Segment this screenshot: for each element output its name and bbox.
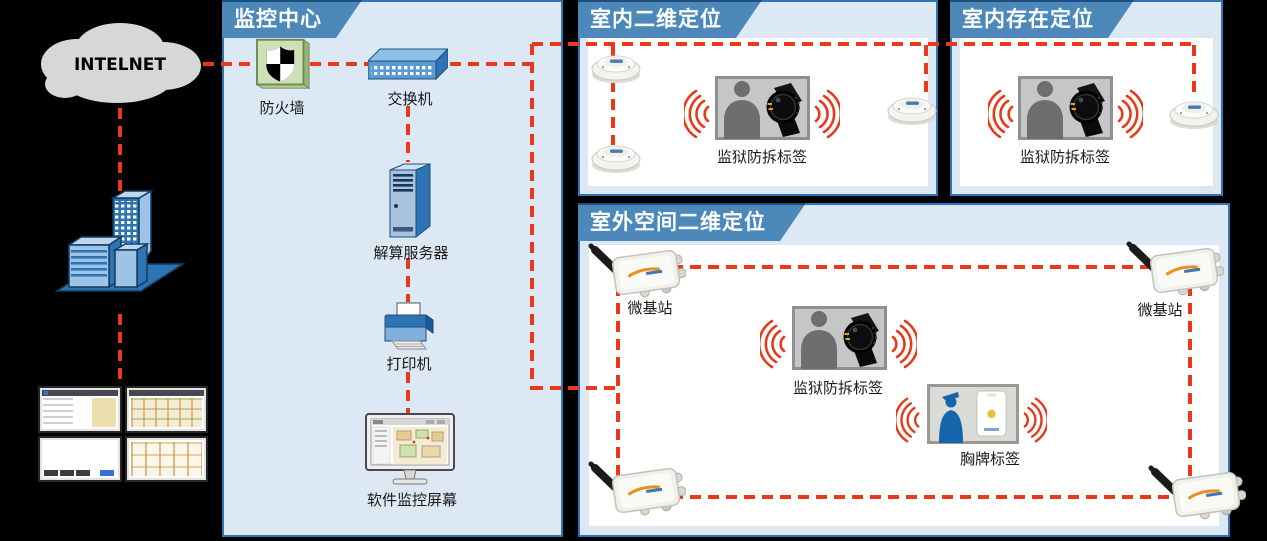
signal-arcs-left-icon bbox=[760, 318, 788, 370]
monitor-wall bbox=[38, 386, 208, 482]
indoor-presence-tag-label: 监狱防拆标签 bbox=[1019, 148, 1110, 166]
server-icon bbox=[386, 162, 432, 238]
signal-arcs-right-icon bbox=[1021, 396, 1047, 444]
panel-outdoor-2d: 室外空间二维定位 bbox=[578, 203, 1230, 537]
printer-label: 打印机 bbox=[386, 355, 432, 373]
monitor-wall-screen-4 bbox=[124, 435, 208, 482]
panel-indoor-2d-title: 室内二维定位 bbox=[578, 0, 762, 38]
internet-cloud-label: INTELNET bbox=[73, 55, 167, 75]
connector-switch-server bbox=[406, 106, 410, 162]
monitor-wall-screen-4-content bbox=[128, 439, 204, 478]
monitor-wall-screen-1 bbox=[38, 386, 122, 433]
connector-indoor2-drop bbox=[1192, 45, 1196, 97]
switch-icon bbox=[368, 47, 448, 83]
signal-arcs-left-icon bbox=[896, 396, 922, 444]
anchor-disc-icon bbox=[590, 138, 642, 174]
micro-base-station-icon bbox=[1124, 240, 1224, 298]
screen-floorplan bbox=[130, 398, 202, 427]
prison-tag-image bbox=[1018, 76, 1113, 140]
signal-arcs-right-icon bbox=[1115, 88, 1143, 140]
connector-junction-vertical bbox=[530, 44, 534, 390]
connector-cloud-building bbox=[118, 108, 122, 192]
panel-monitoring-center-title: 监控中心 bbox=[222, 0, 362, 38]
signal-arcs-left-icon bbox=[988, 88, 1016, 140]
connector-server-printer bbox=[406, 258, 410, 302]
screen-tree-list bbox=[43, 398, 73, 427]
firewall-icon bbox=[256, 38, 310, 90]
software-screen-icon bbox=[364, 412, 456, 486]
panel-outdoor-2d-title: 室外空间二维定位 bbox=[578, 203, 806, 241]
prison-tag-image bbox=[792, 306, 887, 370]
monitor-wall-screen-2-content bbox=[128, 390, 204, 429]
signal-arcs-right-icon bbox=[812, 88, 840, 140]
monitor-wall-screen-3 bbox=[38, 435, 122, 482]
anchor-disc-icon bbox=[886, 90, 938, 126]
software-screen-label: 软件监控屏幕 bbox=[366, 491, 457, 509]
monitor-wall-screen-3-content bbox=[42, 439, 118, 478]
connector-cloud-firewall bbox=[185, 62, 256, 66]
screen-button-row bbox=[44, 470, 116, 476]
screen-titlebar bbox=[128, 390, 204, 396]
monitor-wall-screen-2 bbox=[124, 386, 208, 433]
firewall-label: 防火墙 bbox=[259, 99, 305, 117]
building-icon bbox=[55, 188, 185, 306]
anchor-disc-icon bbox=[590, 48, 642, 84]
screen-minimap bbox=[91, 398, 116, 427]
micro-base-station-icon bbox=[586, 242, 686, 300]
connector-outdoor-bottom bbox=[618, 495, 1188, 499]
panel-outdoor-2d-inner bbox=[589, 245, 1219, 526]
prison-tag-image bbox=[715, 76, 810, 140]
server-label: 解算服务器 bbox=[373, 244, 449, 262]
badge-tag-label: 胸牌标签 bbox=[959, 450, 1020, 468]
connector-top-bus bbox=[532, 42, 1196, 46]
station-label-right: 微基站 bbox=[1137, 301, 1183, 319]
connector-indoor1-left-drop bbox=[611, 45, 615, 145]
connector-firewall-switch bbox=[310, 62, 372, 66]
printer-icon bbox=[380, 301, 438, 351]
connector-printer-screen bbox=[406, 372, 410, 414]
connector-outdoor-right-vertical bbox=[1188, 267, 1192, 499]
badge-tag-image bbox=[927, 384, 1019, 444]
monitor-wall-screen-1-content bbox=[42, 390, 118, 429]
signal-arcs-right-icon bbox=[889, 318, 917, 370]
signal-arcs-left-icon bbox=[684, 88, 712, 140]
micro-base-station-icon bbox=[1146, 464, 1246, 522]
connector-junction-outdoor bbox=[532, 386, 618, 390]
connector-outdoor-top bbox=[618, 265, 1188, 269]
indoor-2d-tag-label: 监狱防拆标签 bbox=[716, 148, 807, 166]
connector-indoor1-right-drop bbox=[924, 45, 928, 95]
screen-floorplan bbox=[130, 441, 202, 476]
switch-label: 交换机 bbox=[387, 90, 433, 108]
connector-outdoor-left-vertical bbox=[616, 267, 620, 499]
anchor-disc-icon bbox=[1168, 94, 1220, 130]
screen-titlebar bbox=[42, 390, 118, 396]
micro-base-station-icon bbox=[586, 460, 686, 518]
outdoor-tag-label: 监狱防拆标签 bbox=[792, 379, 883, 397]
panel-indoor-presence-title: 室内存在定位 bbox=[950, 0, 1134, 38]
station-label-left: 微基站 bbox=[627, 299, 673, 317]
connector-switch-junction bbox=[450, 62, 532, 66]
connector-building-monitors bbox=[118, 314, 122, 386]
